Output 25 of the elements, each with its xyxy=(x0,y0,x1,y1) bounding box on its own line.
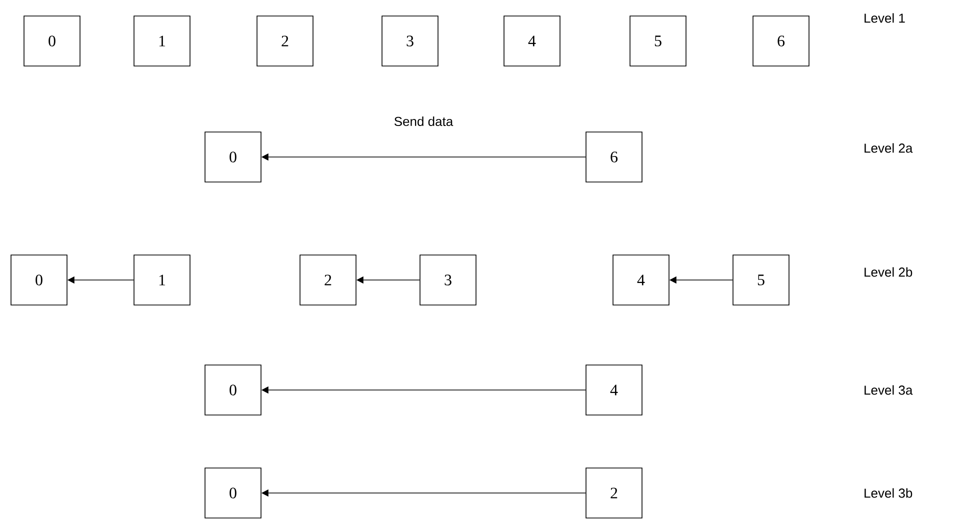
number-box: 3 xyxy=(420,254,476,306)
number-box: 5 xyxy=(732,254,790,306)
number-box: 2 xyxy=(300,254,356,306)
level-label: Level 3b xyxy=(864,488,912,498)
number-box: 6 xyxy=(586,132,642,182)
level-label: Level 2b xyxy=(864,267,912,277)
number-box: 0 xyxy=(204,364,262,416)
number-box: 2 xyxy=(586,468,642,518)
number-box: 1 xyxy=(134,254,190,306)
number-box: 1 xyxy=(134,16,190,66)
number-box: 4 xyxy=(586,364,642,416)
number-box: 0 xyxy=(204,468,262,518)
number-box: 0 xyxy=(24,16,80,66)
number-box: 0 xyxy=(204,132,262,182)
number-box: 3 xyxy=(382,16,438,66)
level-label: Level 1 xyxy=(864,13,905,23)
number-box: 2 xyxy=(256,16,314,66)
number-box: 4 xyxy=(504,16,560,66)
edge-label: Send data xyxy=(394,116,454,126)
number-box: 5 xyxy=(630,16,686,66)
level-label: Level 3a xyxy=(864,385,913,395)
number-box: 0 xyxy=(10,254,68,306)
number-box: 6 xyxy=(752,16,810,66)
level-label: Level 2a xyxy=(864,143,913,153)
number-box: 4 xyxy=(612,254,670,306)
